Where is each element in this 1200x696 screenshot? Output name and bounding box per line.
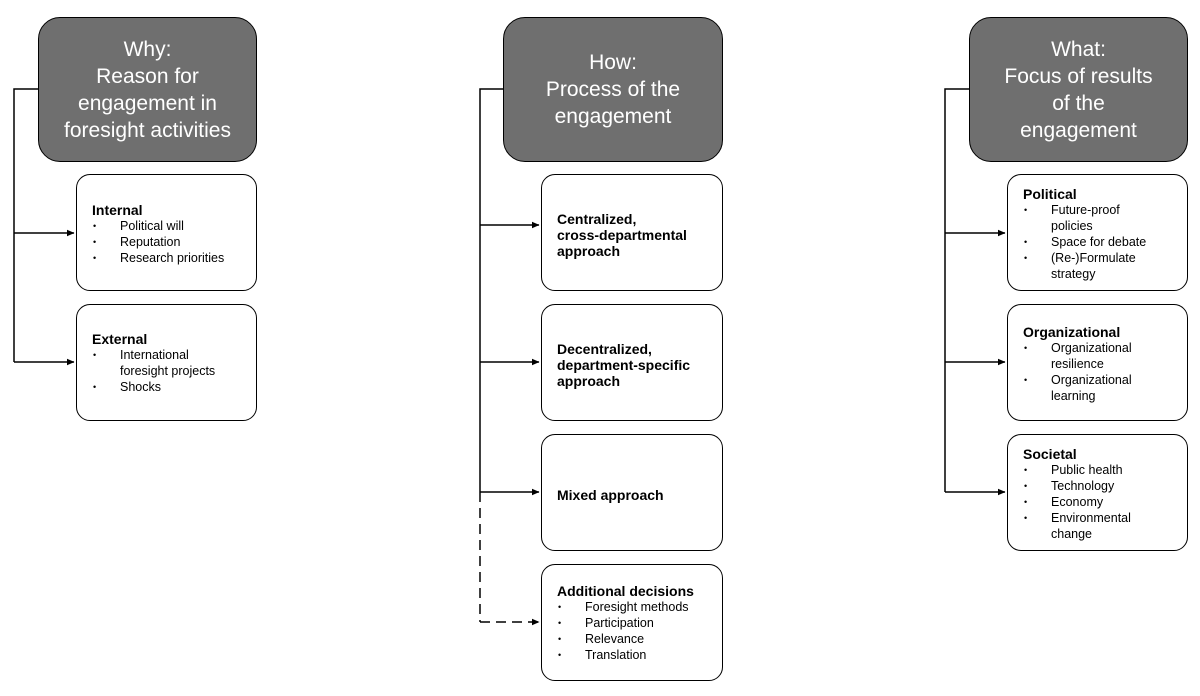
box-title: Additional decisions [557,583,694,599]
how-trunk [479,88,503,492]
how-header-line: Process of the [545,78,681,101]
list-item: Shocks [92,379,246,395]
bullet-list: International foresight projects Shocks [92,347,246,395]
what-header-line: Focus of results [1004,64,1153,88]
list-item: Space for debate [1023,234,1177,250]
box-title: Organizational [1023,324,1121,340]
why-trunk [13,88,38,362]
list-item: Organizational learning [1023,372,1177,404]
bullet-list: Public health Technology Economy Environ… [1023,462,1177,542]
how-additional-box: Additional decisions Foresight methods P… [541,564,723,681]
bullet-list: Organizational resilience Organizational… [1023,340,1177,404]
why-internal-box: Internal Political will Reputation Resea… [76,174,257,291]
list-item: Future-proof policies [1023,202,1177,234]
how-header-line: How: [589,51,637,74]
list-item: Organizational resilience [1023,340,1177,372]
list-item: Translation [557,647,712,663]
box-title: Decentralized, department-specific appro… [557,340,691,389]
what-header-line: engagement [1020,118,1137,142]
what-organizational-box: Organizational Organizational resilience… [1007,304,1188,421]
how-header-line: engagement [554,105,672,128]
box-title: Societal [1023,446,1077,462]
how-connectors [479,88,540,626]
list-item: Political will [92,218,246,234]
list-item: Research priorities [92,250,246,266]
why-header: Why: Reason for engagement in foresight … [38,17,257,162]
what-header: What: Focus of results of the engagement [969,17,1188,162]
why-header-line: engagement in [78,91,217,115]
list-item: Relevance [557,631,712,647]
list-item: Foresight methods [557,599,712,615]
box-title: Internal [92,202,143,218]
bullet-list: Foresight methods Participation Relevanc… [557,599,712,663]
list-item: (Re-)Formulate strategy [1023,250,1177,282]
list-item: Reputation [92,234,246,250]
what-trunk [944,88,969,492]
how-centralized-box: Centralized, cross-departmental approach [541,174,723,291]
what-political-box: Political Future-proof policies Space fo… [1007,174,1188,291]
what-header-line: of the [1052,91,1105,115]
what-header-line: What: [1051,37,1106,61]
list-item: Environmental change [1023,510,1177,542]
why-external-box: External International foresight project… [76,304,257,421]
bullet-list: Future-proof policies Space for debate (… [1023,202,1177,282]
list-item: International foresight projects [92,347,246,379]
list-item: Economy [1023,494,1177,510]
how-header: How: Process of the engagement [503,17,723,162]
list-item: Technology [1023,478,1177,494]
why-header-line: Reason for [96,64,199,88]
why-header-line: foresight activities [64,118,231,142]
box-title: Centralized, cross-departmental approach [557,210,687,259]
bullet-list: Political will Reputation Research prior… [92,218,246,266]
box-title: Mixed approach [557,486,664,503]
box-title: Political [1023,186,1077,202]
list-item: Participation [557,615,712,631]
what-societal-box: Societal Public health Technology Econom… [1007,434,1188,551]
box-title: External [92,331,148,347]
list-item: Public health [1023,462,1177,478]
why-header-line: Why: [123,37,172,61]
how-mixed-box: Mixed approach [541,434,723,551]
how-decentralized-box: Decentralized, department-specific appro… [541,304,723,421]
